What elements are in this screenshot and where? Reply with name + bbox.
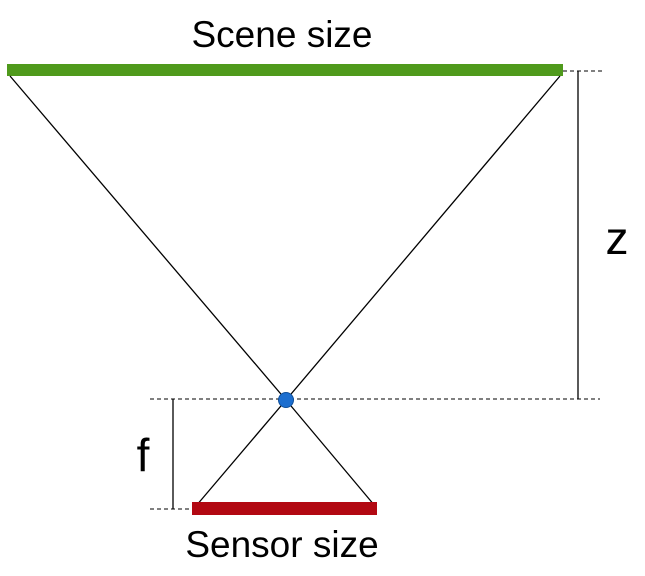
scene-bar bbox=[7, 64, 563, 76]
z-label: z bbox=[606, 212, 629, 264]
ray-right-top bbox=[285, 75, 561, 401]
pinhole-icon bbox=[278, 392, 294, 408]
ray-left-top bbox=[9, 75, 287, 401]
ray-right-bottom bbox=[285, 399, 376, 507]
sensor-size-label: Sensor size bbox=[185, 524, 378, 565]
f-label: f bbox=[137, 429, 150, 481]
sensor-bar bbox=[192, 502, 377, 515]
ray-left-bottom bbox=[195, 399, 287, 507]
scene-size-label: Scene size bbox=[192, 14, 373, 55]
